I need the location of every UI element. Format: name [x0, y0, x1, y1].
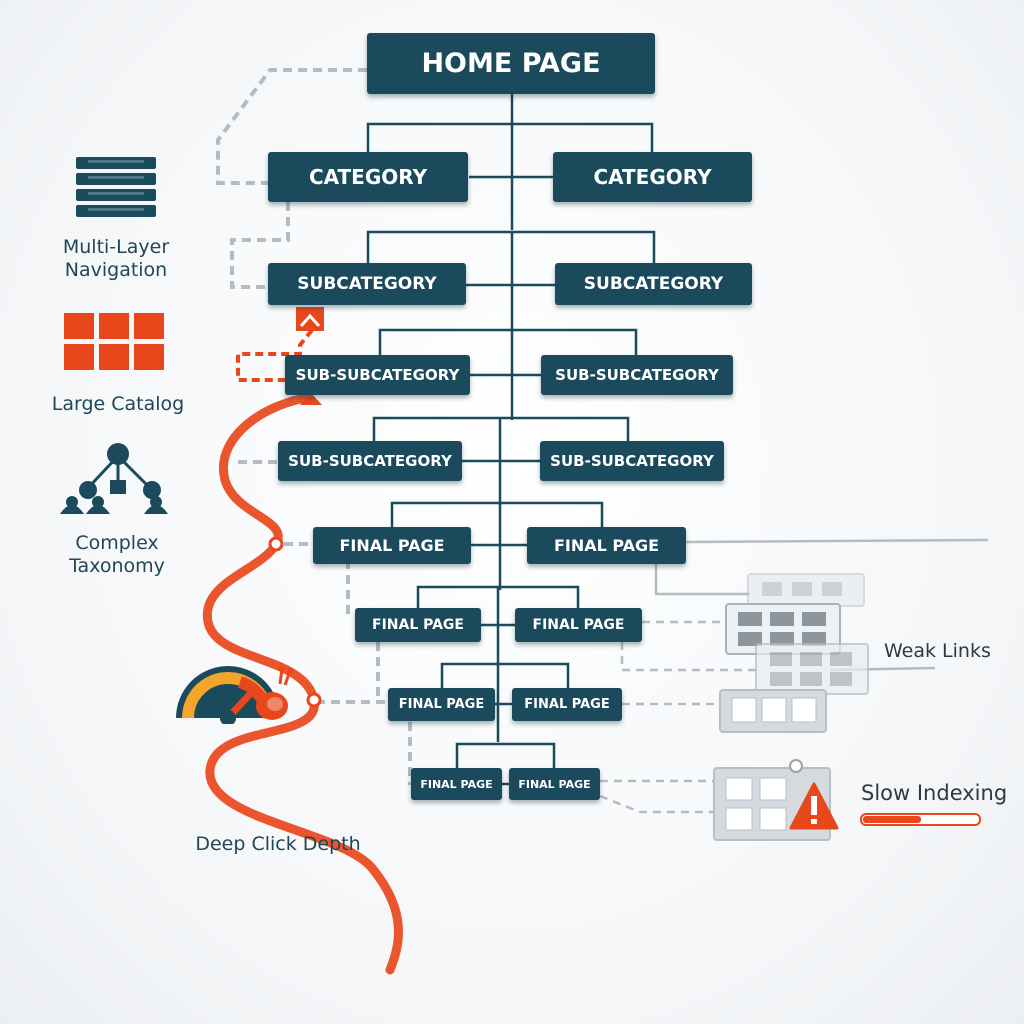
home-page-node[interactable]: HOME PAGE [367, 33, 655, 94]
sub-subcategory-node-left[interactable]: SUB-SUBCATEGORY [278, 441, 462, 481]
final-page-node-right[interactable]: FINAL PAGE [527, 527, 686, 564]
category-node-right[interactable]: CATEGORY [553, 152, 752, 202]
snail-icon [256, 666, 293, 720]
multi-layer-navigation-label: Multi-Layer Navigation [62, 236, 170, 282]
sub-subcategory-node-right[interactable]: SUB-SUBCATEGORY [540, 441, 724, 481]
slow-indexing-label: Slow Indexing [861, 781, 1008, 805]
dashed-left-connectors [216, 68, 412, 785]
final-page-node-left[interactable]: FINAL PAGE [355, 608, 481, 642]
final-page-node-right[interactable]: FINAL PAGE [512, 688, 622, 721]
sub-subcategory-node-left[interactable]: SUB-SUBCATEGORY [285, 355, 470, 395]
final-page-node-right[interactable]: FINAL PAGE [509, 768, 600, 800]
category-node-left[interactable]: CATEGORY [268, 152, 468, 202]
sub-subcategory-node-right[interactable]: SUB-SUBCATEGORY [541, 355, 733, 395]
grid-catalog-icon [64, 313, 164, 370]
page-thumbnail-icon [713, 573, 869, 841]
weak-link-connectors [599, 538, 989, 814]
large-catalog-label: Large Catalog [51, 393, 185, 415]
taxonomy-tree-icon [60, 443, 168, 514]
deep-click-path [202, 307, 403, 975]
final-page-node-left[interactable]: FINAL PAGE [313, 527, 471, 564]
subcategory-node-left[interactable]: SUBCATEGORY [268, 263, 466, 305]
tree-connectors [366, 94, 656, 786]
stacked-layers-icon [76, 157, 156, 217]
deep-click-depth-label: Deep Click Depth [195, 833, 361, 855]
final-page-node-right[interactable]: FINAL PAGE [515, 608, 642, 642]
warning-icon [789, 782, 839, 830]
complex-taxonomy-label: Complex Taxonomy [69, 532, 165, 578]
final-page-node-left[interactable]: FINAL PAGE [388, 688, 495, 721]
subcategory-node-right[interactable]: SUBCATEGORY [555, 263, 752, 305]
final-page-node-left[interactable]: FINAL PAGE [411, 768, 502, 800]
indexing-progress-bar [860, 813, 981, 826]
weak-links-label: Weak Links [884, 640, 991, 662]
